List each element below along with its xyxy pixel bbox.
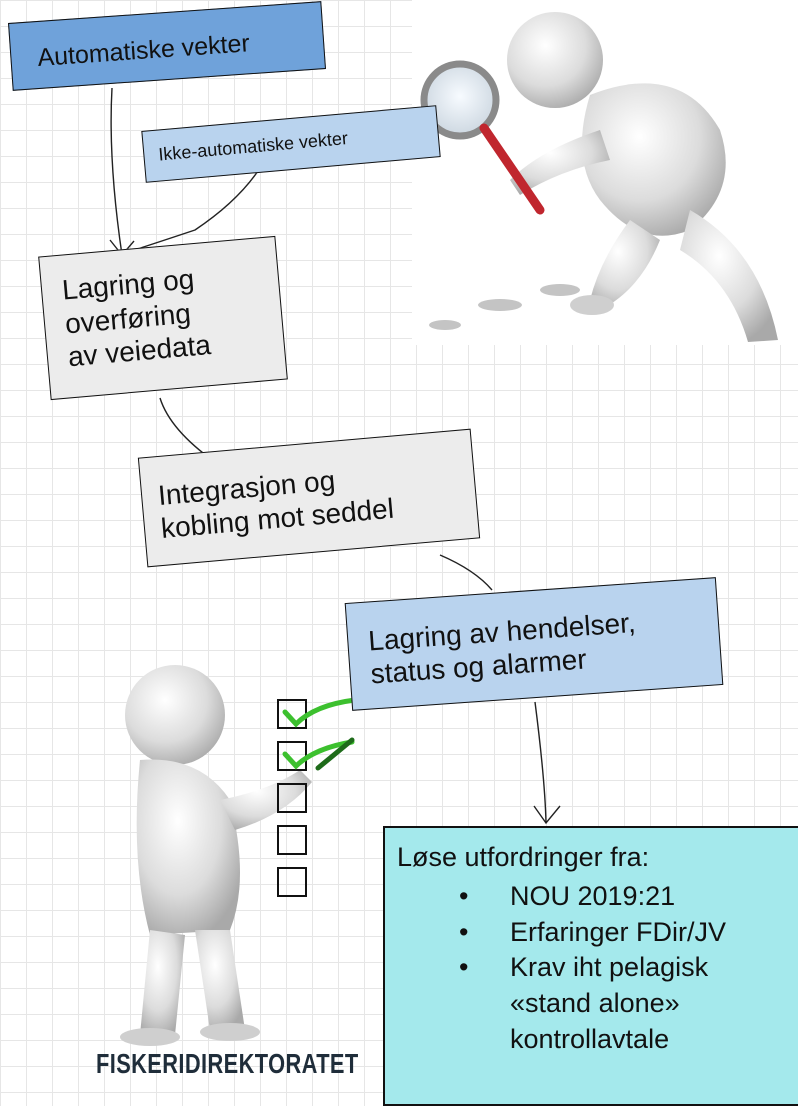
pen-icon	[315, 737, 355, 771]
challenge-item-continuation: kontrollavtale	[510, 1023, 670, 1054]
challenges-list: NOU 2019:21 Erfaringer FDir/JV Krav iht …	[397, 879, 798, 1057]
automatic-scales-label: Automatiske vekter	[36, 29, 251, 73]
non-automatic-scales-label: Ikke-automatiske vekter	[157, 128, 349, 165]
challenge-item: NOU 2019:21	[397, 879, 798, 915]
check-mark-1	[282, 697, 358, 728]
challenges-box: Løse utfordringer fra: NOU 2019:21 Erfar…	[383, 826, 798, 1106]
checkbox-3	[277, 783, 307, 813]
checkbox-1	[277, 699, 307, 729]
connector-hendelser-to-utfordringer	[534, 701, 547, 824]
checkbox-4	[277, 825, 307, 855]
checklist-figure-illustration	[120, 665, 358, 1046]
checkbox-5	[277, 867, 307, 897]
challenge-item-continuation: «stand alone»	[510, 987, 680, 1018]
challenge-item: Krav iht pelagisk	[397, 950, 798, 986]
fiskeridirektoratet-logo: FISKERIDIREKTORATET	[96, 1048, 359, 1079]
checkbox-2	[277, 741, 307, 771]
challenges-heading: Løse utfordringer fra:	[397, 842, 650, 872]
connector-integrasjon-to-hendelser	[439, 554, 493, 591]
challenge-item: Erfaringer FDir/JV	[397, 915, 798, 951]
arrowhead-utfordringer	[533, 805, 561, 825]
magnifier-figure-illustration	[412, 0, 798, 345]
connector-auto-to-lagring	[110, 87, 123, 256]
storage-transfer-box: Lagring og overføring av veiedata	[38, 235, 288, 401]
